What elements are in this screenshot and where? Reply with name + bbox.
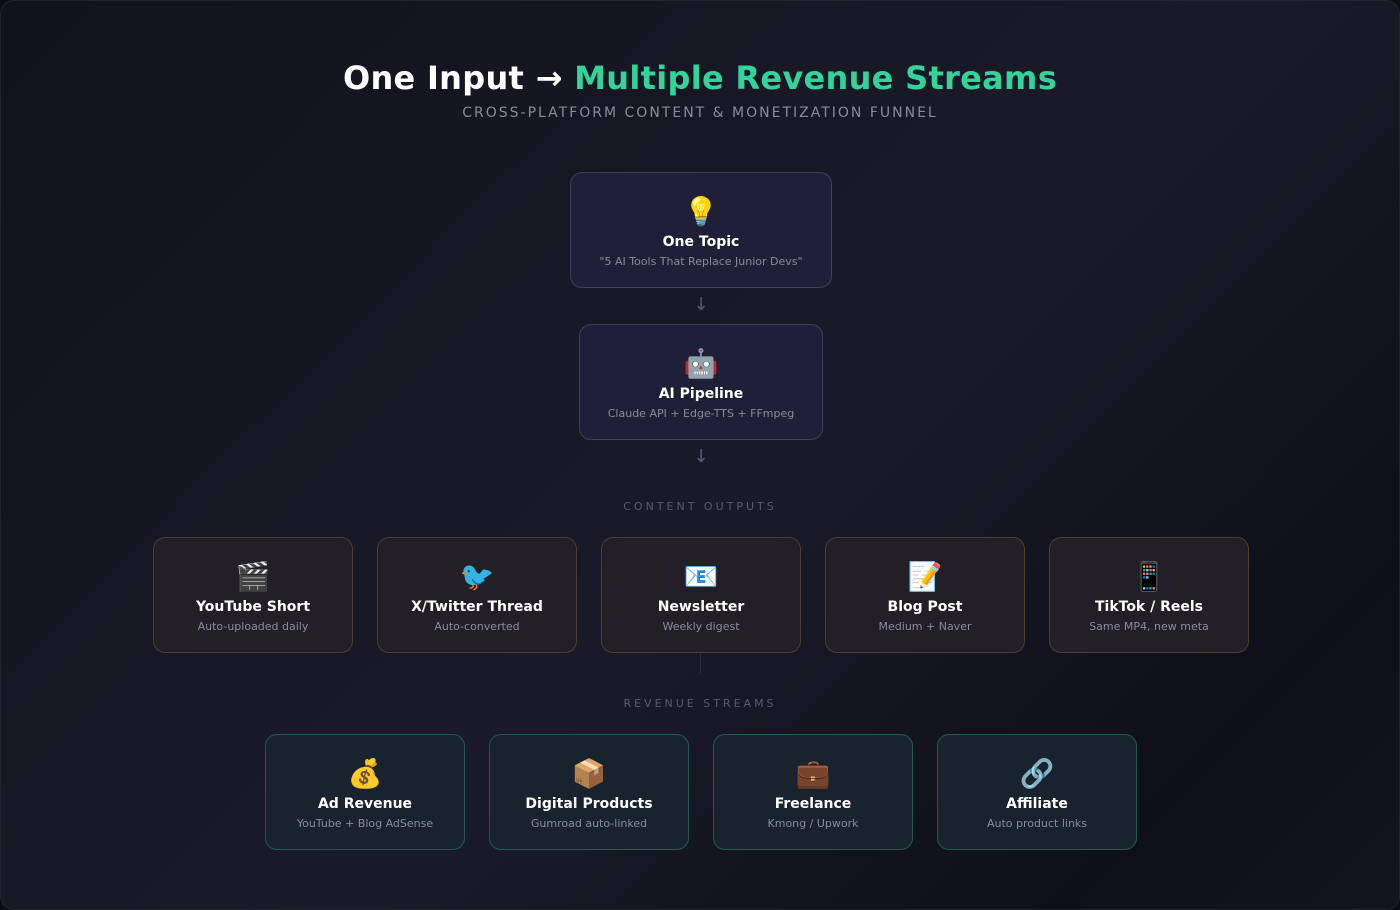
arrow-down-icon: ↓ [693,446,709,467]
node-desc: Auto-uploaded daily [197,620,309,633]
email-icon: 📧 [683,560,719,593]
node-digital-products: 📦 Digital Products Gumroad auto-linked [489,734,689,850]
node-name: Affiliate [1006,796,1068,812]
node-desc: "5 AI Tools That Replace Junior Devs" [599,255,803,268]
node-desc: Auto-converted [434,620,520,633]
node-name: Newsletter [657,599,745,615]
title-main: One Input → [342,59,575,97]
node-newsletter: 📧 Newsletter Weekly digest [601,537,801,653]
node-desc: Auto product links [986,817,1088,830]
node-ai-pipeline: 🤖 AI Pipeline Claude API + Edge-TTS + FF… [579,324,823,440]
page-subtitle: CROSS-PLATFORM CONTENT & MONETIZATION FU… [462,105,938,121]
node-ad-revenue: 💰 Ad Revenue YouTube + Blog AdSense [265,734,465,850]
node-name: X/Twitter Thread [411,599,543,615]
node-name: AI Pipeline [658,386,744,402]
phone-icon: 📱 [1131,560,1167,593]
connector-line [700,653,701,673]
node-blog-post: 📝 Blog Post Medium + Naver [825,537,1025,653]
page-title: One Input → Multiple Revenue Streams [1,59,1399,97]
node-name: Ad Revenue [317,796,413,812]
bird-icon: 🐦 [459,560,495,593]
money-bag-icon: 💰 [347,757,383,790]
link-icon: 🔗 [1019,757,1055,790]
node-desc: Weekly digest [662,620,740,633]
node-name: One Topic [662,234,740,250]
node-desc: YouTube + Blog AdSense [296,817,434,830]
node-affiliate: 🔗 Affiliate Auto product links [937,734,1137,850]
node-name: Freelance [774,796,852,812]
node-tiktok-reels: 📱 TikTok / Reels Same MP4, new meta [1049,537,1249,653]
node-one-topic: 💡 One Topic "5 AI Tools That Replace Jun… [570,172,832,288]
briefcase-icon: 💼 [795,757,831,790]
node-desc: Same MP4, new meta [1089,620,1209,633]
robot-icon: 🤖 [683,347,719,380]
node-name: Digital Products [525,796,653,812]
memo-icon: 📝 [907,560,943,593]
node-desc: Kmong / Upwork [767,817,859,830]
title-accent: Multiple Revenue Streams [574,59,1058,97]
node-desc: Claude API + Edge-TTS + FFmpeg [607,407,795,420]
node-desc: Medium + Naver [878,620,972,633]
node-desc: Gumroad auto-linked [530,817,648,830]
arrow-down-icon: ↓ [693,294,709,315]
node-name: YouTube Short [195,599,311,615]
node-name: Blog Post [887,599,963,615]
node-freelance: 💼 Freelance Kmong / Upwork [713,734,913,850]
section-label-revenue: REVENUE STREAMS [623,697,777,710]
node-name: TikTok / Reels [1094,599,1204,615]
lightbulb-icon: 💡 [683,195,719,228]
section-label-content: CONTENT OUTPUTS [623,500,777,513]
video-icon: 🎬 [235,560,271,593]
node-youtube-short: 🎬 YouTube Short Auto-uploaded daily [153,537,353,653]
node-twitter-thread: 🐦 X/Twitter Thread Auto-converted [377,537,577,653]
package-icon: 📦 [571,757,607,790]
